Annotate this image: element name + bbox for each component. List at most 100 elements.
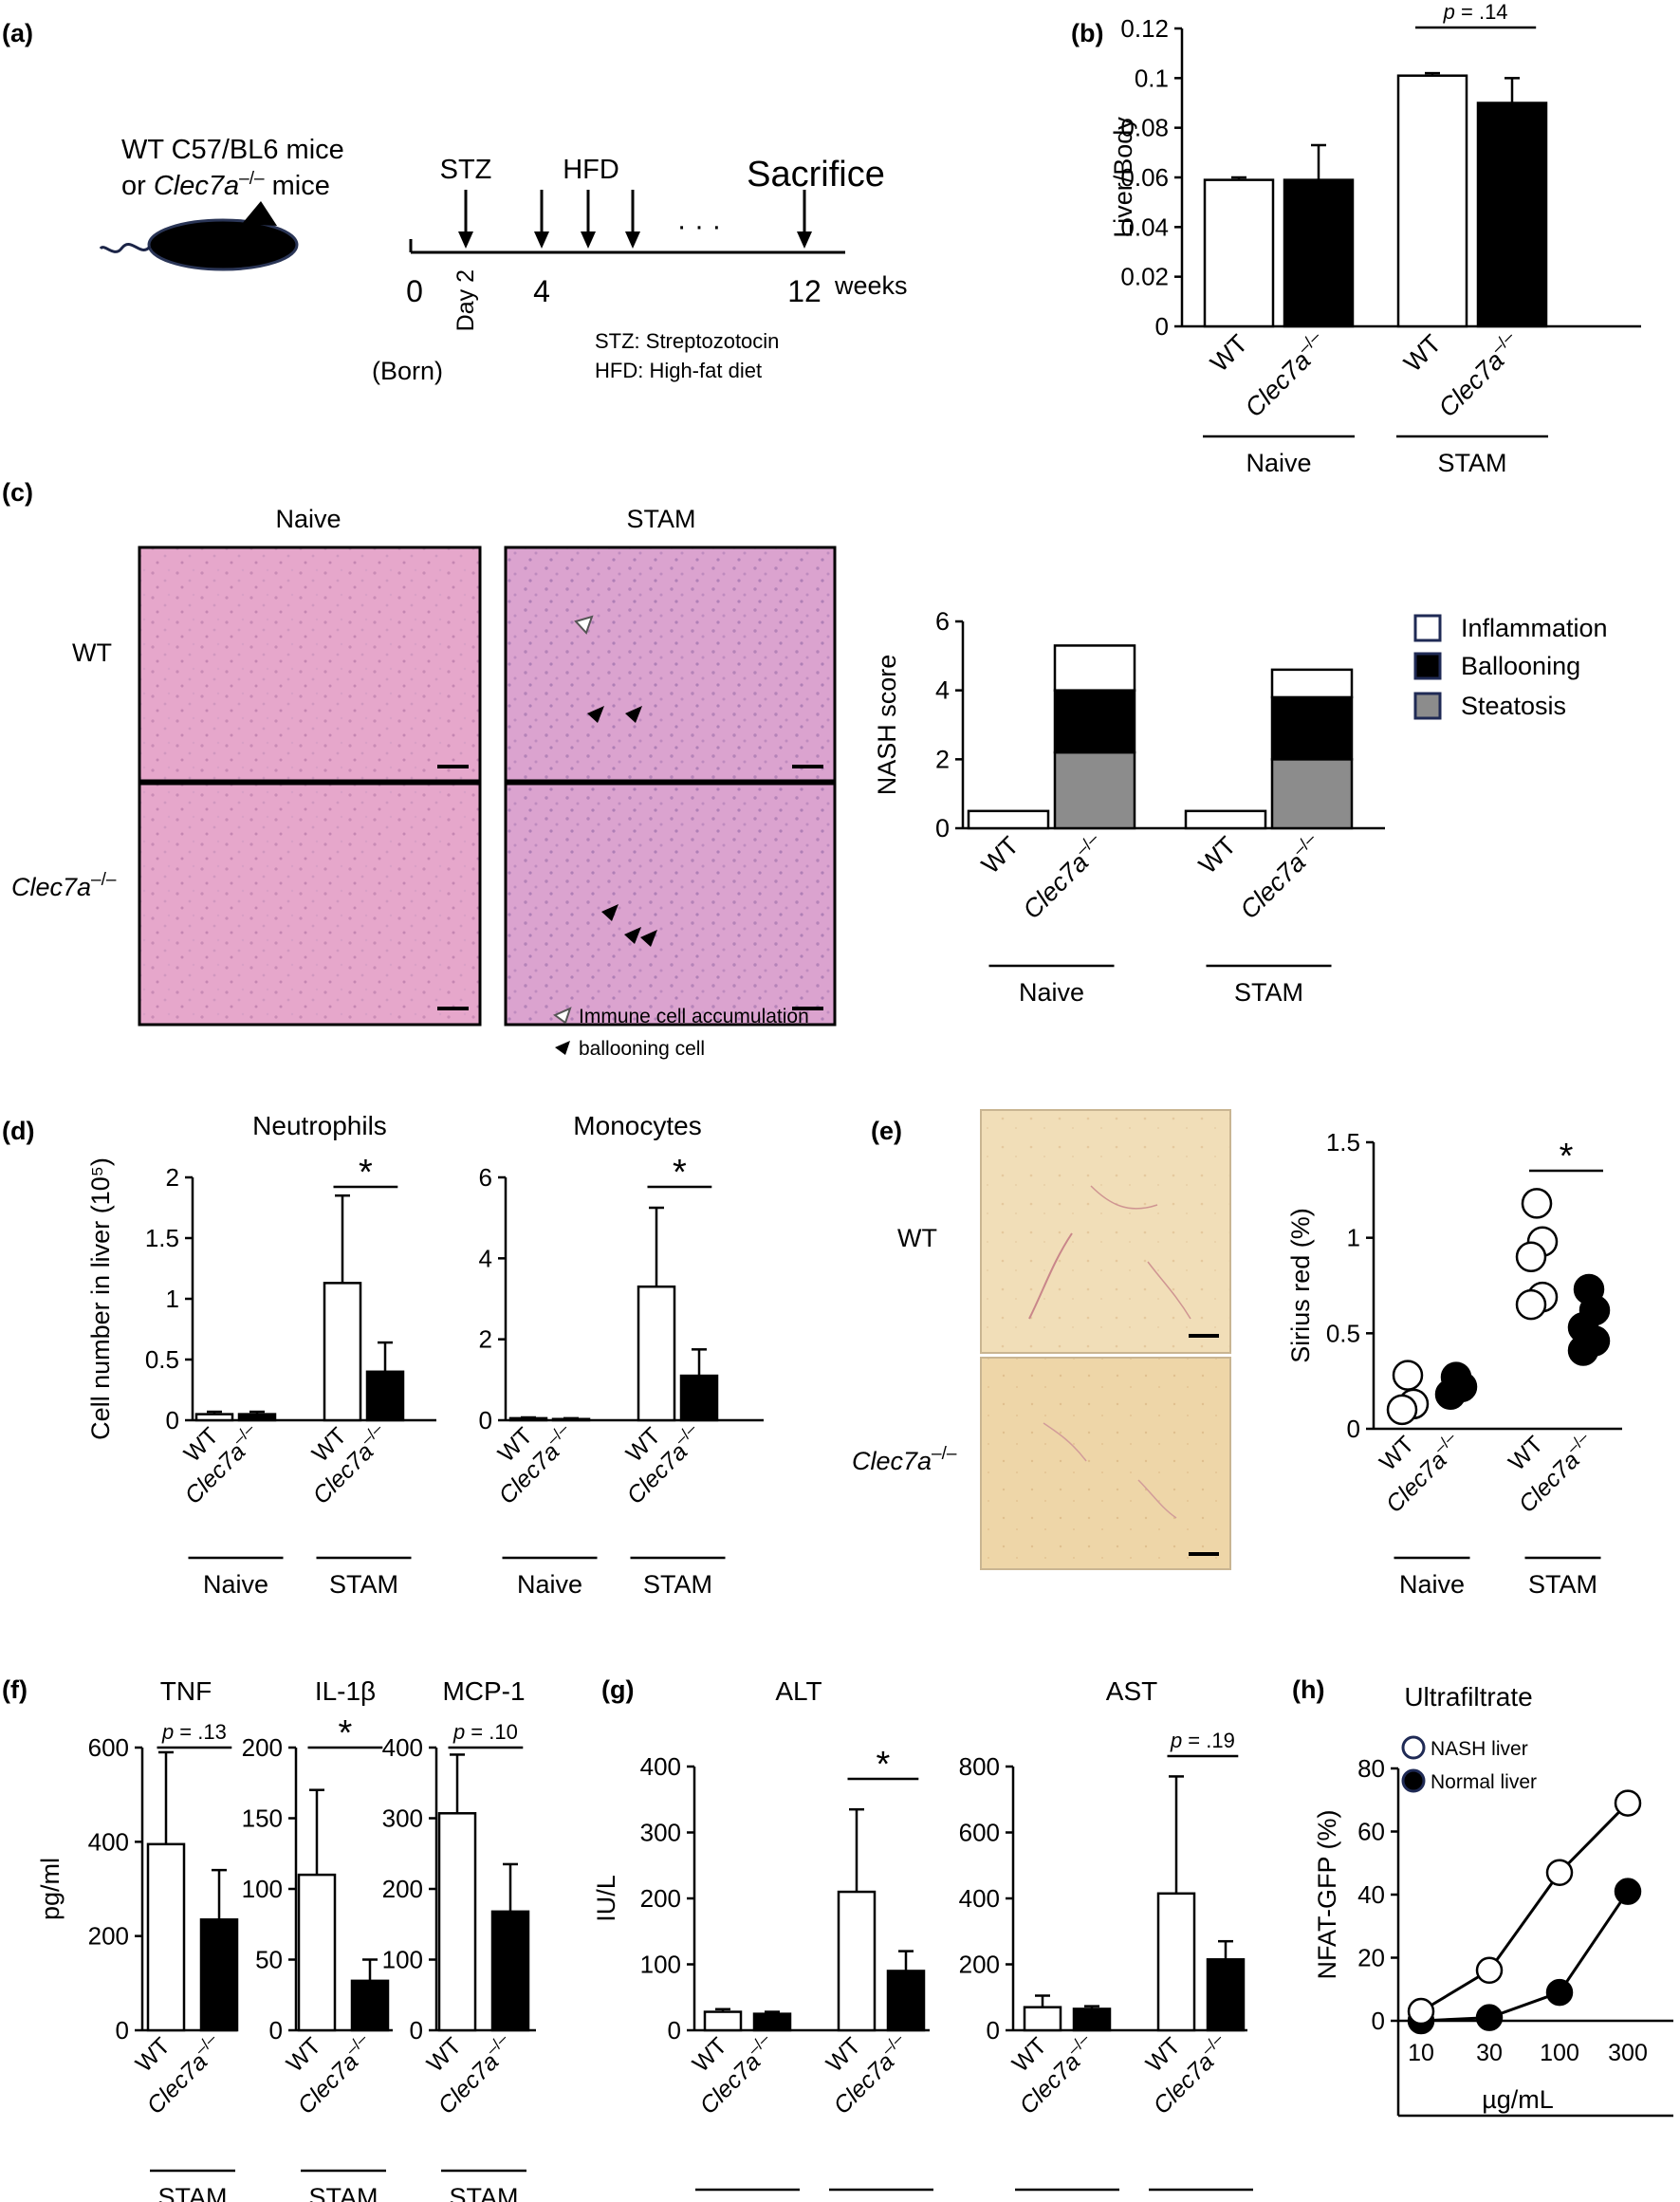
ballooning-arrowhead-icon	[625, 706, 642, 723]
y-tick-label: 200	[382, 1875, 423, 1903]
data-point	[1515, 1288, 1547, 1321]
y-tick-label: 1	[166, 1285, 179, 1313]
note-immune-cell: Immune cell accumulation	[579, 1006, 809, 1027]
series-line	[1420, 1802, 1630, 2013]
row-clec7a-label-e: Clec7a–/–	[852, 1444, 957, 1475]
x-tick-label: WT	[131, 2032, 175, 2077]
y-tick-label: 0.04	[1120, 213, 1169, 241]
timeline-dots: · · ·	[677, 211, 722, 242]
y-tick-label: 0	[1347, 1415, 1360, 1443]
legend-marker-nash	[1401, 1735, 1426, 1760]
series-point	[1407, 1997, 1435, 2026]
chart-title: AST	[1106, 1676, 1157, 1706]
chart-d-monocytes: 0246MonocytesWTClec7a–/–WTClec7a–/–Naive…	[479, 1111, 764, 1599]
significance-label: p = .14	[1443, 0, 1508, 24]
y-tick-label: 200	[242, 1733, 283, 1762]
y-tick-label: 0	[935, 814, 950, 842]
time-4: 4	[533, 274, 550, 308]
weeks-label: weeks	[834, 271, 908, 300]
column-stam-label: STAM	[627, 505, 696, 533]
bar	[237, 1413, 277, 1422]
chart-title: Ultrafiltrate	[1404, 1682, 1532, 1712]
bar-ballooning	[1053, 689, 1136, 754]
immune-cell-legend-icon	[553, 1007, 572, 1025]
bar	[146, 1842, 186, 2032]
bar-steatosis	[1270, 758, 1354, 830]
y-tick-label: 100	[382, 1946, 423, 1974]
panel-g-label: (g)	[601, 1675, 634, 1704]
y-axis-title: Cell number in liver (10⁵)	[86, 1157, 115, 1440]
y-tick-label: 200	[959, 1951, 1000, 1979]
data-point	[1392, 1360, 1424, 1391]
chart-title: Monocytes	[573, 1111, 701, 1140]
y-tick-label: 600	[959, 1819, 1000, 1847]
ballooning-arrowhead-icon	[640, 930, 657, 947]
bar	[437, 1812, 477, 2032]
x-tick-label: Clec7a–/–	[491, 1419, 582, 1509]
x-tick-label: Clec7a–/–	[177, 1419, 268, 1509]
y-tick-label: 2	[935, 745, 950, 773]
x-axis-title: µg/mL	[1482, 2085, 1554, 2114]
y-tick-label: 6	[479, 1163, 492, 1192]
y-tick-label: 200	[88, 1922, 129, 1951]
bar	[1023, 2006, 1062, 2032]
significance-label: *	[359, 1153, 373, 1193]
sacrifice-label: Sacrifice	[747, 155, 885, 194]
bar-inflammation	[1270, 668, 1354, 699]
x-tick-label: 30	[1476, 2040, 1503, 2066]
y-tick-label: 1.5	[145, 1224, 179, 1252]
y-tick-label: 300	[640, 1819, 681, 1847]
y-tick-label: 4	[479, 1244, 492, 1272]
chart-g-ast: 0200400600800ASTWTClec7a–/–WTClec7a–/–Na…	[959, 1676, 1253, 2192]
y-tick-label: 400	[382, 1733, 423, 1762]
bar	[551, 1417, 591, 1422]
bar	[323, 1282, 362, 1422]
panel-g: (g) 0100200300400IU/LALTWTClec7a–/–WTCle…	[592, 1675, 1253, 2192]
bar	[1283, 178, 1355, 328]
y-tick-label: 400	[959, 1884, 1000, 1913]
bar	[637, 1285, 676, 1422]
bar	[703, 2010, 743, 2032]
series-point	[1614, 1878, 1642, 1905]
legend-nash-liver: NASH liver	[1431, 1738, 1528, 1760]
bar	[1072, 2008, 1112, 2032]
y-tick-label: 20	[1357, 1944, 1385, 1972]
x-tick-label: Clec7a–/–	[1232, 829, 1327, 924]
x-tick-label: WT	[976, 831, 1025, 879]
panel-b: (b) 00.020.040.060.080.10.12Liver/BodyWT…	[1071, 0, 1641, 477]
ballooning-arrowhead-icon	[587, 706, 604, 723]
y-tick-label: 60	[1357, 1818, 1385, 1846]
data-point	[1521, 1188, 1553, 1219]
bar	[1396, 74, 1468, 328]
series-line	[1420, 1890, 1630, 2023]
panel-d-label: (d)	[2, 1117, 34, 1145]
x-tick-label: Clec7a–/–	[305, 1419, 396, 1509]
y-tick-label: 2	[166, 1163, 179, 1192]
sirius-fibers	[1028, 1185, 1191, 1519]
bar	[199, 1918, 239, 2032]
chart-title: TNF	[160, 1676, 212, 1706]
y-tick-label: 0.08	[1120, 114, 1169, 142]
x-tick-label: 300	[1608, 2040, 1648, 2066]
y-tick-label: 2	[479, 1325, 492, 1354]
significance-label: p = .19	[1170, 1729, 1235, 1752]
x-tick-label: 10	[1408, 2040, 1434, 2066]
y-axis-title: pg/ml	[36, 1858, 65, 1920]
chart-g-alt: 0100200300400IU/LALTWTClec7a–/–WTClec7a–…	[592, 1676, 933, 2192]
bar	[886, 1970, 926, 2032]
series-point	[1545, 1978, 1574, 2007]
y-tick-label: 300	[382, 1804, 423, 1833]
y-tick-label: 0	[479, 1406, 492, 1434]
x-tick-label: Clec7a–/–	[1431, 327, 1526, 422]
panel-c-label: (c)	[2, 478, 33, 507]
y-tick-label: 0	[668, 2016, 681, 2045]
y-tick-label: 0.5	[1326, 1319, 1360, 1347]
time-0: 0	[406, 274, 423, 308]
time-12: 12	[787, 274, 822, 308]
day2-label: Day 2	[452, 269, 479, 331]
group-label: Naive	[517, 1570, 582, 1599]
x-tick-label: WT	[1398, 329, 1447, 378]
bar	[194, 1413, 234, 1422]
